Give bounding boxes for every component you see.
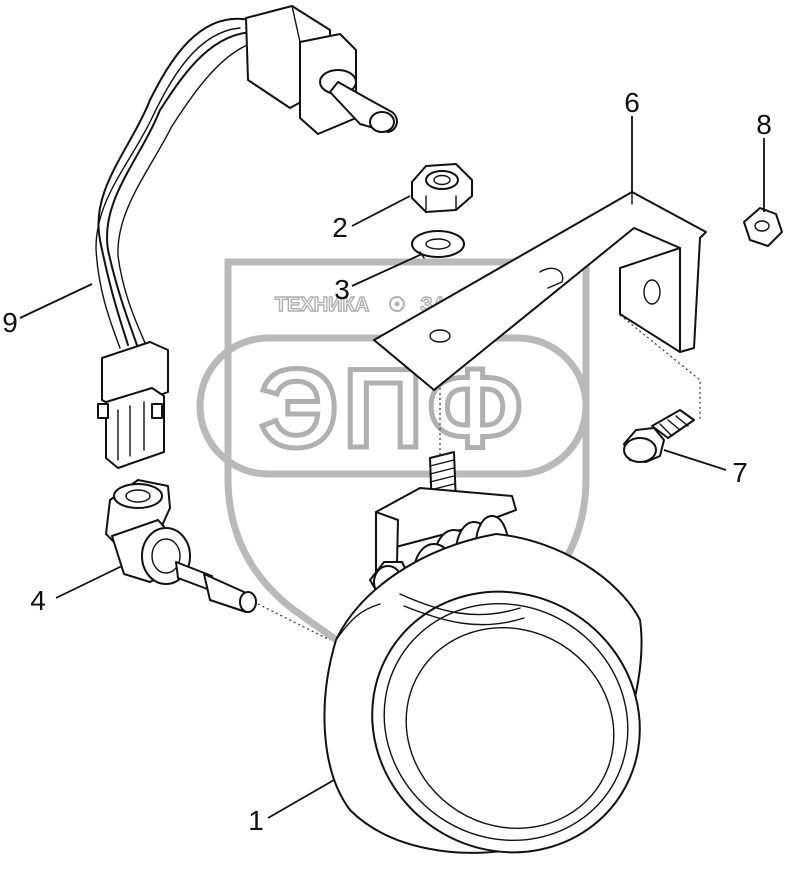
- work-lamp: [323, 533, 643, 854]
- flange-bolt: [623, 409, 695, 463]
- watermark-left-word: ТЕХНИКА: [275, 294, 369, 316]
- callout-1: 1: [248, 805, 264, 836]
- alignment-lines: [257, 314, 701, 641]
- mounting-bracket: [373, 191, 707, 391]
- bulb-glass: [203, 573, 257, 613]
- wiring-harness: [95, 5, 398, 469]
- callout-labels: 2 3 6 8 7 9 4 1: [2, 87, 772, 836]
- hex-nut: [411, 163, 473, 213]
- bulb-socket: [105, 479, 257, 613]
- toggle-switch: [245, 5, 398, 135]
- callout-9: 9: [2, 307, 18, 338]
- flange-nut: [743, 207, 783, 247]
- watermark-brand: ЭПФ: [259, 346, 527, 471]
- lock-washer: [411, 230, 465, 259]
- callout-7: 7: [732, 457, 748, 488]
- watermark-gear-icon: [389, 296, 405, 312]
- leader-lines: [19, 116, 765, 819]
- callout-3: 3: [334, 274, 350, 305]
- callout-8: 8: [756, 109, 772, 140]
- callout-4: 4: [30, 585, 46, 616]
- callout-6: 6: [624, 87, 640, 118]
- harness-connector: [97, 341, 169, 469]
- callout-2: 2: [332, 212, 348, 243]
